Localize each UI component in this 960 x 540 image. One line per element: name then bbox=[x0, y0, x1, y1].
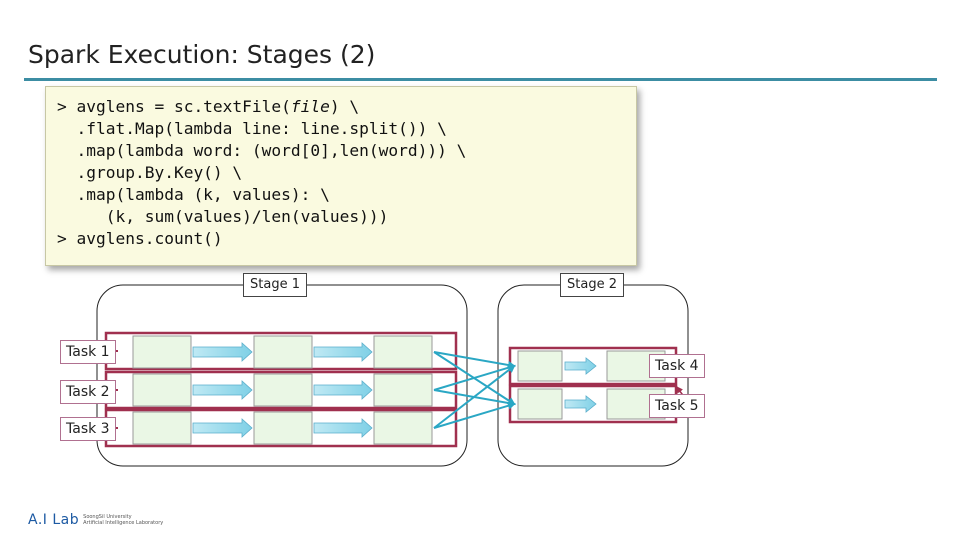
stage-2-fat-arrows bbox=[564, 357, 597, 413]
stage-2-label: Stage 2 bbox=[560, 273, 624, 297]
task-4-label: Task 4 bbox=[649, 354, 705, 378]
shuffle-arrows bbox=[433, 351, 516, 429]
stage-1-blocks bbox=[132, 335, 433, 445]
code-line-3: .map(lambda word: (word[0],len(word))) \ bbox=[57, 141, 467, 160]
slide-title: Spark Execution: Stages (2) bbox=[28, 40, 376, 69]
code-line-4: .group.By.Key() \ bbox=[57, 163, 243, 182]
title-divider bbox=[24, 78, 937, 81]
task-2-label: Task 2 bbox=[60, 380, 116, 404]
code-line-5: .map(lambda (k, values): \ bbox=[57, 185, 330, 204]
stage-1-fat-arrows bbox=[192, 342, 373, 438]
code-line-7: > avglens.count() bbox=[57, 229, 223, 248]
task-3-label: Task 3 bbox=[60, 417, 116, 441]
code-line-2: .flat.Map(lambda line: line.split()) \ bbox=[57, 119, 447, 138]
code-line-1: > avglens = sc.textFile(file) \ bbox=[57, 97, 360, 116]
stage-1-label: Stage 1 bbox=[243, 273, 307, 297]
code-box bbox=[45, 86, 637, 266]
task-1-label: Task 1 bbox=[60, 340, 116, 364]
task-5-label: Task 5 bbox=[649, 394, 705, 418]
code-line-6: (k, sum(values)/len(values))) bbox=[57, 207, 389, 226]
